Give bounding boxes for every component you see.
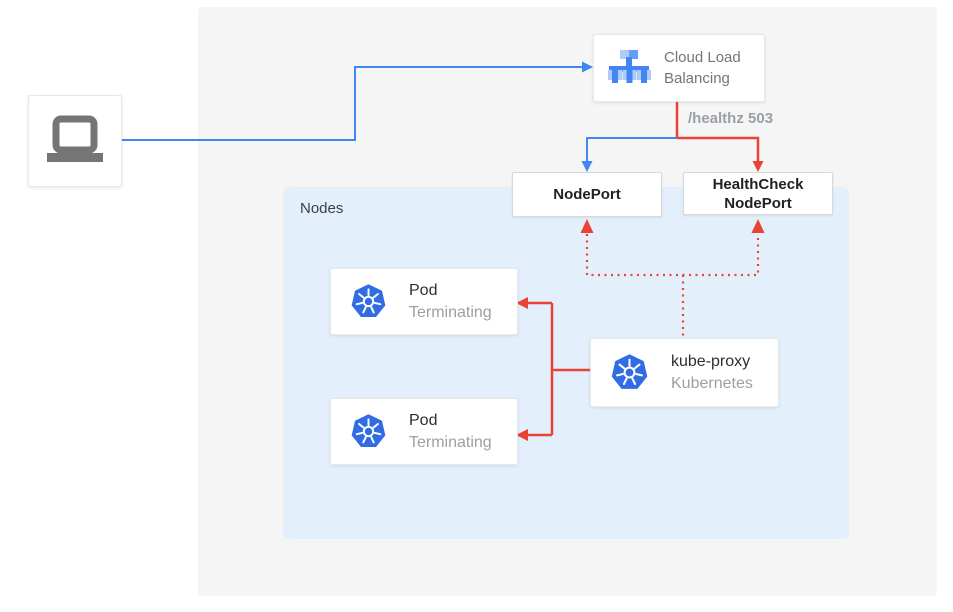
cloud-load-balancing-icon: [607, 50, 651, 86]
pod-terminating-node-1: Pod Terminating: [330, 268, 518, 335]
kubernetes-icon: [610, 353, 649, 392]
healthcheck-nodeport-node: HealthCheck NodePort: [683, 172, 833, 215]
kubernetes-icon: [350, 413, 387, 450]
laptop-icon: [47, 115, 103, 162]
pod-terminating-node-2: Pod Terminating: [330, 398, 518, 465]
cloud-load-balancing-label: Cloud Load Balancing: [664, 49, 741, 87]
pod-status: Terminating: [409, 434, 492, 451]
pod-status: Terminating: [409, 304, 492, 321]
kube-proxy-title: kube-proxy: [671, 353, 751, 370]
healthz-503-annotation: /healthz 503: [688, 110, 774, 127]
nodeport-node: NodePort: [512, 172, 662, 217]
client-node: [28, 95, 122, 187]
pod-title: Pod: [409, 282, 438, 299]
kube-proxy-node: kube-proxy Kubernetes: [590, 338, 779, 407]
kubernetes-icon: [350, 283, 387, 320]
pod-title: Pod: [409, 412, 438, 429]
nodes-label: Nodes: [300, 200, 344, 217]
kube-proxy-subtitle: Kubernetes: [671, 375, 753, 392]
cloud-load-balancing-node: Cloud Load Balancing: [593, 34, 765, 102]
